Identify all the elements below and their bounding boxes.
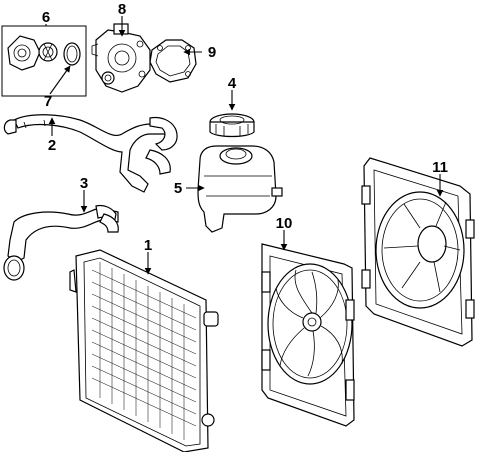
callout-10: 10 <box>276 215 293 232</box>
water-pump-gasket <box>149 39 197 83</box>
lower-coolant-hose <box>3 204 119 281</box>
expansion-tank-cap <box>209 113 255 138</box>
callout-3: 3 <box>80 175 88 192</box>
callout-1: 1 <box>144 237 152 254</box>
water-pump <box>91 23 151 93</box>
coolant-expansion-tank <box>197 145 283 233</box>
cooling-fan <box>275 269 343 377</box>
thermostat-kit-box <box>1 25 87 97</box>
callout-labels: 6 7 8 9 4 2 3 5 1 10 11 <box>42 1 448 254</box>
callout-5: 5 <box>174 180 182 197</box>
fan-shroud-assembly <box>261 243 355 427</box>
radiator <box>69 249 219 452</box>
upper-coolant-hose <box>3 114 178 193</box>
callout-2: 2 <box>48 137 56 154</box>
radiator-core-hatching <box>91 262 197 440</box>
fan-shroud-frame <box>361 157 475 347</box>
callout-6: 6 <box>42 9 50 26</box>
thermostat <box>38 42 58 62</box>
callout-4: 4 <box>228 75 237 92</box>
thermostat-housing <box>7 35 41 71</box>
callout-11: 11 <box>432 159 448 176</box>
callout-9: 9 <box>208 44 216 61</box>
callout-7: 7 <box>44 93 52 110</box>
callout-8: 8 <box>118 1 126 18</box>
thermostat-kit-group <box>1 25 87 97</box>
callout-leaders <box>45 16 444 275</box>
